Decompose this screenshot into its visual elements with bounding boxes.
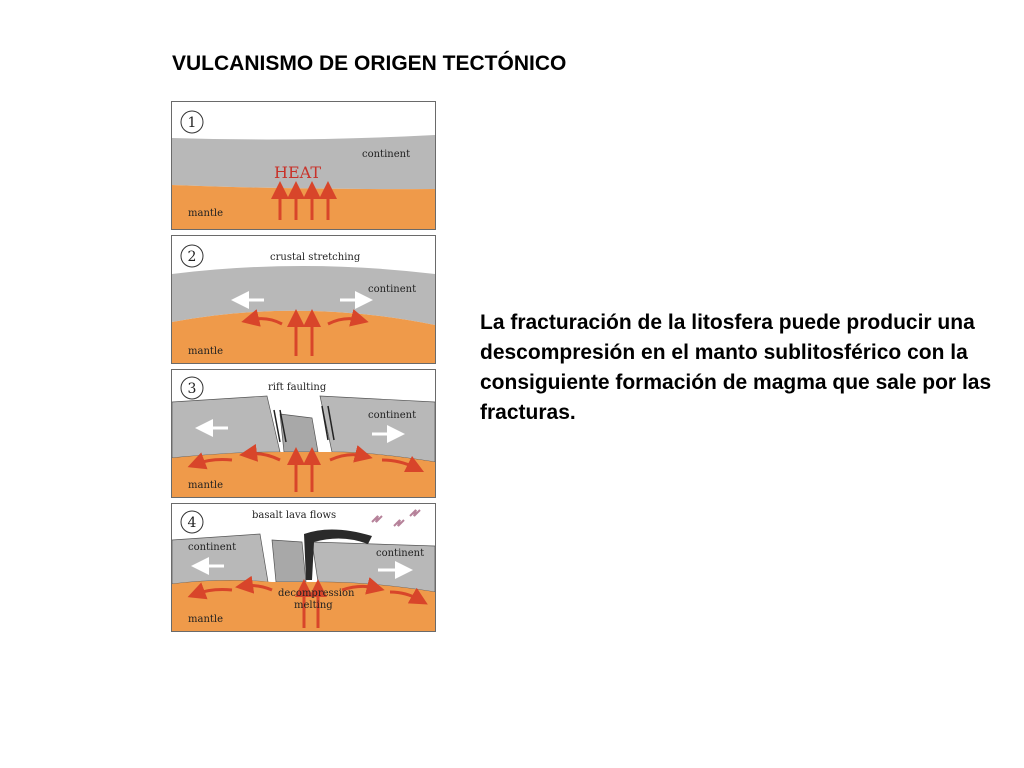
mantle-label: mantle <box>188 614 223 625</box>
lava-flow <box>304 529 372 580</box>
crust-block-center <box>271 539 307 583</box>
panel-3-rift-faulting: 3 rift faulting continent mantle <box>171 369 436 498</box>
melting-label: melting <box>294 600 333 611</box>
panel-number-badge <box>180 510 204 534</box>
process-label: crustal stretching <box>270 252 361 263</box>
slide-body-text: La fracturación de la litosfera puede pr… <box>480 311 992 424</box>
mantle-layer <box>172 452 435 497</box>
mantle-layer <box>172 185 435 229</box>
panel-4-basalt-lava-flows: 4 basalt lava flows continent continent … <box>171 503 436 632</box>
process-label: rift faulting <box>268 382 327 393</box>
heat-label: HEAT <box>274 163 321 182</box>
continent-label-left: continent <box>188 542 236 553</box>
crust-layer <box>172 135 435 190</box>
panel-number-badge <box>180 244 204 268</box>
process-label: basalt lava flows <box>252 510 336 521</box>
crust-layer <box>172 266 435 325</box>
panel-number: 2 <box>188 249 197 265</box>
panel-1-heat: 1 continent HEAT mantle <box>171 101 436 230</box>
continent-label-right: continent <box>376 548 424 559</box>
heat-arrows <box>271 181 337 220</box>
mantle-layer <box>172 310 435 363</box>
panel-number: 3 <box>188 381 197 397</box>
decompression-label: decompression <box>278 588 355 599</box>
mantle-label: mantle <box>188 208 223 219</box>
panel-number-badge <box>180 376 204 400</box>
spreading-arrows <box>191 557 413 579</box>
crust-block-center <box>279 413 319 453</box>
continent-label: continent <box>362 149 410 160</box>
slide-title: VULCANISMO DE ORIGEN TECTÓNICO <box>172 52 567 75</box>
mantle-label: mantle <box>188 346 223 357</box>
panel-2-crustal-stretching: 2 crustal stretching continent mantle <box>171 235 436 364</box>
panel-number: 1 <box>188 115 197 131</box>
continent-label: continent <box>368 284 416 295</box>
mantle-label: mantle <box>188 480 223 491</box>
mantle-flow-arrows <box>187 443 425 492</box>
mantle-flow-arrows <box>187 575 428 628</box>
mantle-flow-arrows <box>241 309 369 356</box>
continent-label: continent <box>368 410 416 421</box>
spreading-arrows <box>195 419 405 443</box>
panel-number-badge <box>180 110 204 134</box>
fault-arrows <box>273 405 335 443</box>
panel-number: 4 <box>188 515 197 531</box>
rift-diagram: 1 continent HEAT mantle 2 crustal stretc… <box>171 101 436 632</box>
gas-plumes <box>371 509 421 527</box>
